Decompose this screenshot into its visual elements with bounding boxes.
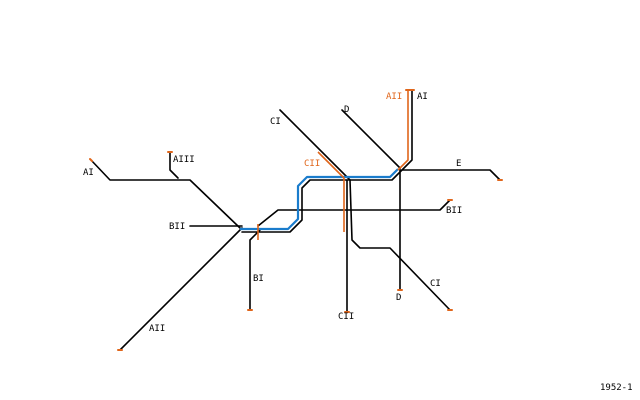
line-ai-west — [90, 159, 241, 229]
label-ci-top: CI — [270, 117, 281, 127]
line-bi-south — [249, 229, 261, 311]
label-bii-west: BII — [169, 222, 185, 232]
orange-lines — [257, 90, 409, 240]
label-ai-west: AI — [83, 168, 94, 178]
line-blue — [240, 168, 399, 231]
label-d-top: D — [344, 105, 349, 115]
line-bii-east — [257, 199, 451, 227]
label-ai-right: AI — [417, 92, 428, 102]
terminals — [89, 89, 503, 351]
label-d-bottom: D — [396, 293, 401, 303]
label-bi: BI — [253, 274, 264, 284]
line-aii-southwest — [119, 227, 243, 351]
label-cii-bottom: CII — [338, 312, 354, 322]
map-code: 1952-1 — [600, 383, 633, 393]
labels: AI AIII BII AII BI CI CII D AII AI E BII… — [83, 92, 633, 393]
label-aiii: AIII — [173, 155, 195, 165]
label-bii-east: BII — [446, 206, 462, 216]
label-e: E — [456, 159, 461, 169]
line-trunk — [241, 169, 501, 233]
terminal-ai-west — [89, 158, 93, 162]
line-ai-north — [401, 89, 413, 171]
line-orange-cii — [317, 151, 345, 232]
line-orange-aii — [397, 90, 409, 171]
label-aii-bottom: AII — [149, 324, 165, 334]
label-ci-right: CI — [430, 279, 441, 289]
label-aii-orange: AII — [386, 92, 402, 102]
line-aiii-spur — [169, 151, 179, 179]
label-cii-orange: CII — [304, 159, 320, 169]
